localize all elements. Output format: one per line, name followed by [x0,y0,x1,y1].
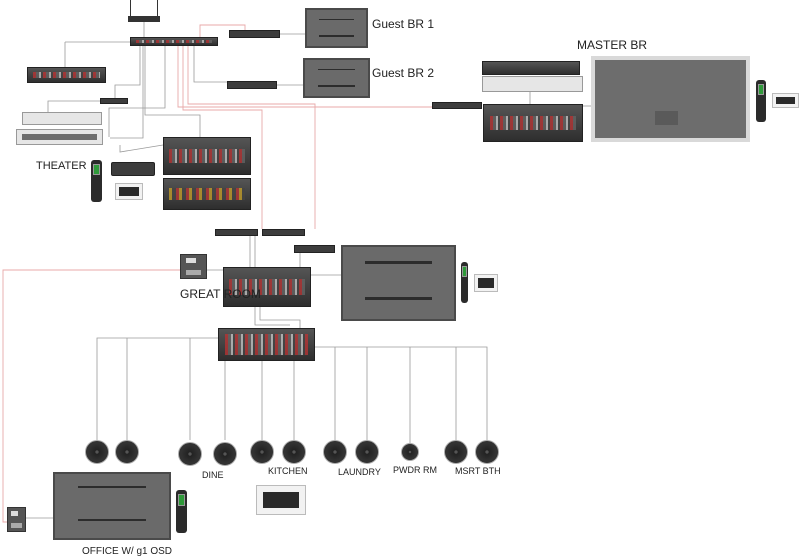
ceiling-speaker-master-bath [475,440,499,464]
media-server [22,112,102,125]
zone-label-powder-room: PWDR RM [393,465,437,475]
ceiling-speaker-laundry [323,440,347,464]
network-switch-great-room [294,245,335,253]
tv-guest-br-2 [303,58,370,98]
ceiling-speaker [85,440,109,464]
room-label-theater: THEATER [36,160,87,172]
hdmi-splitter [100,98,128,104]
ceiling-speaker-powder-room [401,443,419,461]
zone-label-kitchen: KITCHEN [268,466,308,476]
ceiling-speaker-kitchen [250,440,274,464]
hdmi-receiver-great-room-1 [215,229,258,236]
remote-master [756,80,766,122]
theater-amplifier [163,178,251,210]
tv-guest-br-1 [305,8,368,48]
hdmi-receiver-great-room-2 [262,229,305,236]
remote-theater [91,160,102,202]
zone-label-master-bath: MSRT BTH [455,466,501,476]
theater-processor [163,137,251,175]
zone-label-laundry: LAUNDRY [338,467,381,477]
tv-master-br [591,56,750,142]
room-label-office: OFFICE W/ g1 OSD [82,546,173,557]
room-label-guest-br-1: Guest BR 1 [372,17,435,31]
remote-office [176,490,187,533]
wall-plate-great-room [180,254,207,279]
multi-zone-amplifier [218,328,315,361]
ceiling-speaker-laundry [355,440,379,464]
touch-panel-theater [115,183,143,200]
av-receiver-master [483,104,583,142]
wall-plate-office [7,507,26,532]
room-label-master-br: MASTER BR [577,38,648,52]
zone-label-dine: DINE [202,470,224,480]
remote-great-room [461,262,468,303]
av-receiver-great-room [223,267,311,307]
projector [111,162,155,176]
ceiling-speaker [115,440,139,464]
ceiling-speaker-master-bath [444,440,468,464]
hdmi-receiver-guest-br-1 [229,30,280,38]
network-switch [130,37,218,46]
satellite-receiver-master [482,61,580,75]
room-label-guest-br-2: Guest BR 2 [372,66,435,80]
ceiling-speaker-dine [178,442,202,466]
room-label-great-room: GREAT ROOM [180,287,261,301]
wireless-access-point [128,0,160,22]
media-player-master [482,76,583,92]
touch-panel-great-room [474,274,498,292]
ceiling-speaker-dine [213,442,237,466]
hdmi-receiver-master [432,102,482,109]
hdmi-receiver-guest-br-2 [227,81,277,89]
ceiling-speaker-kitchen [282,440,306,464]
touch-panel-master [772,93,799,108]
tv-office [53,472,171,540]
tv-great-room [341,245,456,321]
touch-panel-kitchen [256,485,306,515]
media-player [16,129,103,145]
satellite-receiver [27,67,106,83]
